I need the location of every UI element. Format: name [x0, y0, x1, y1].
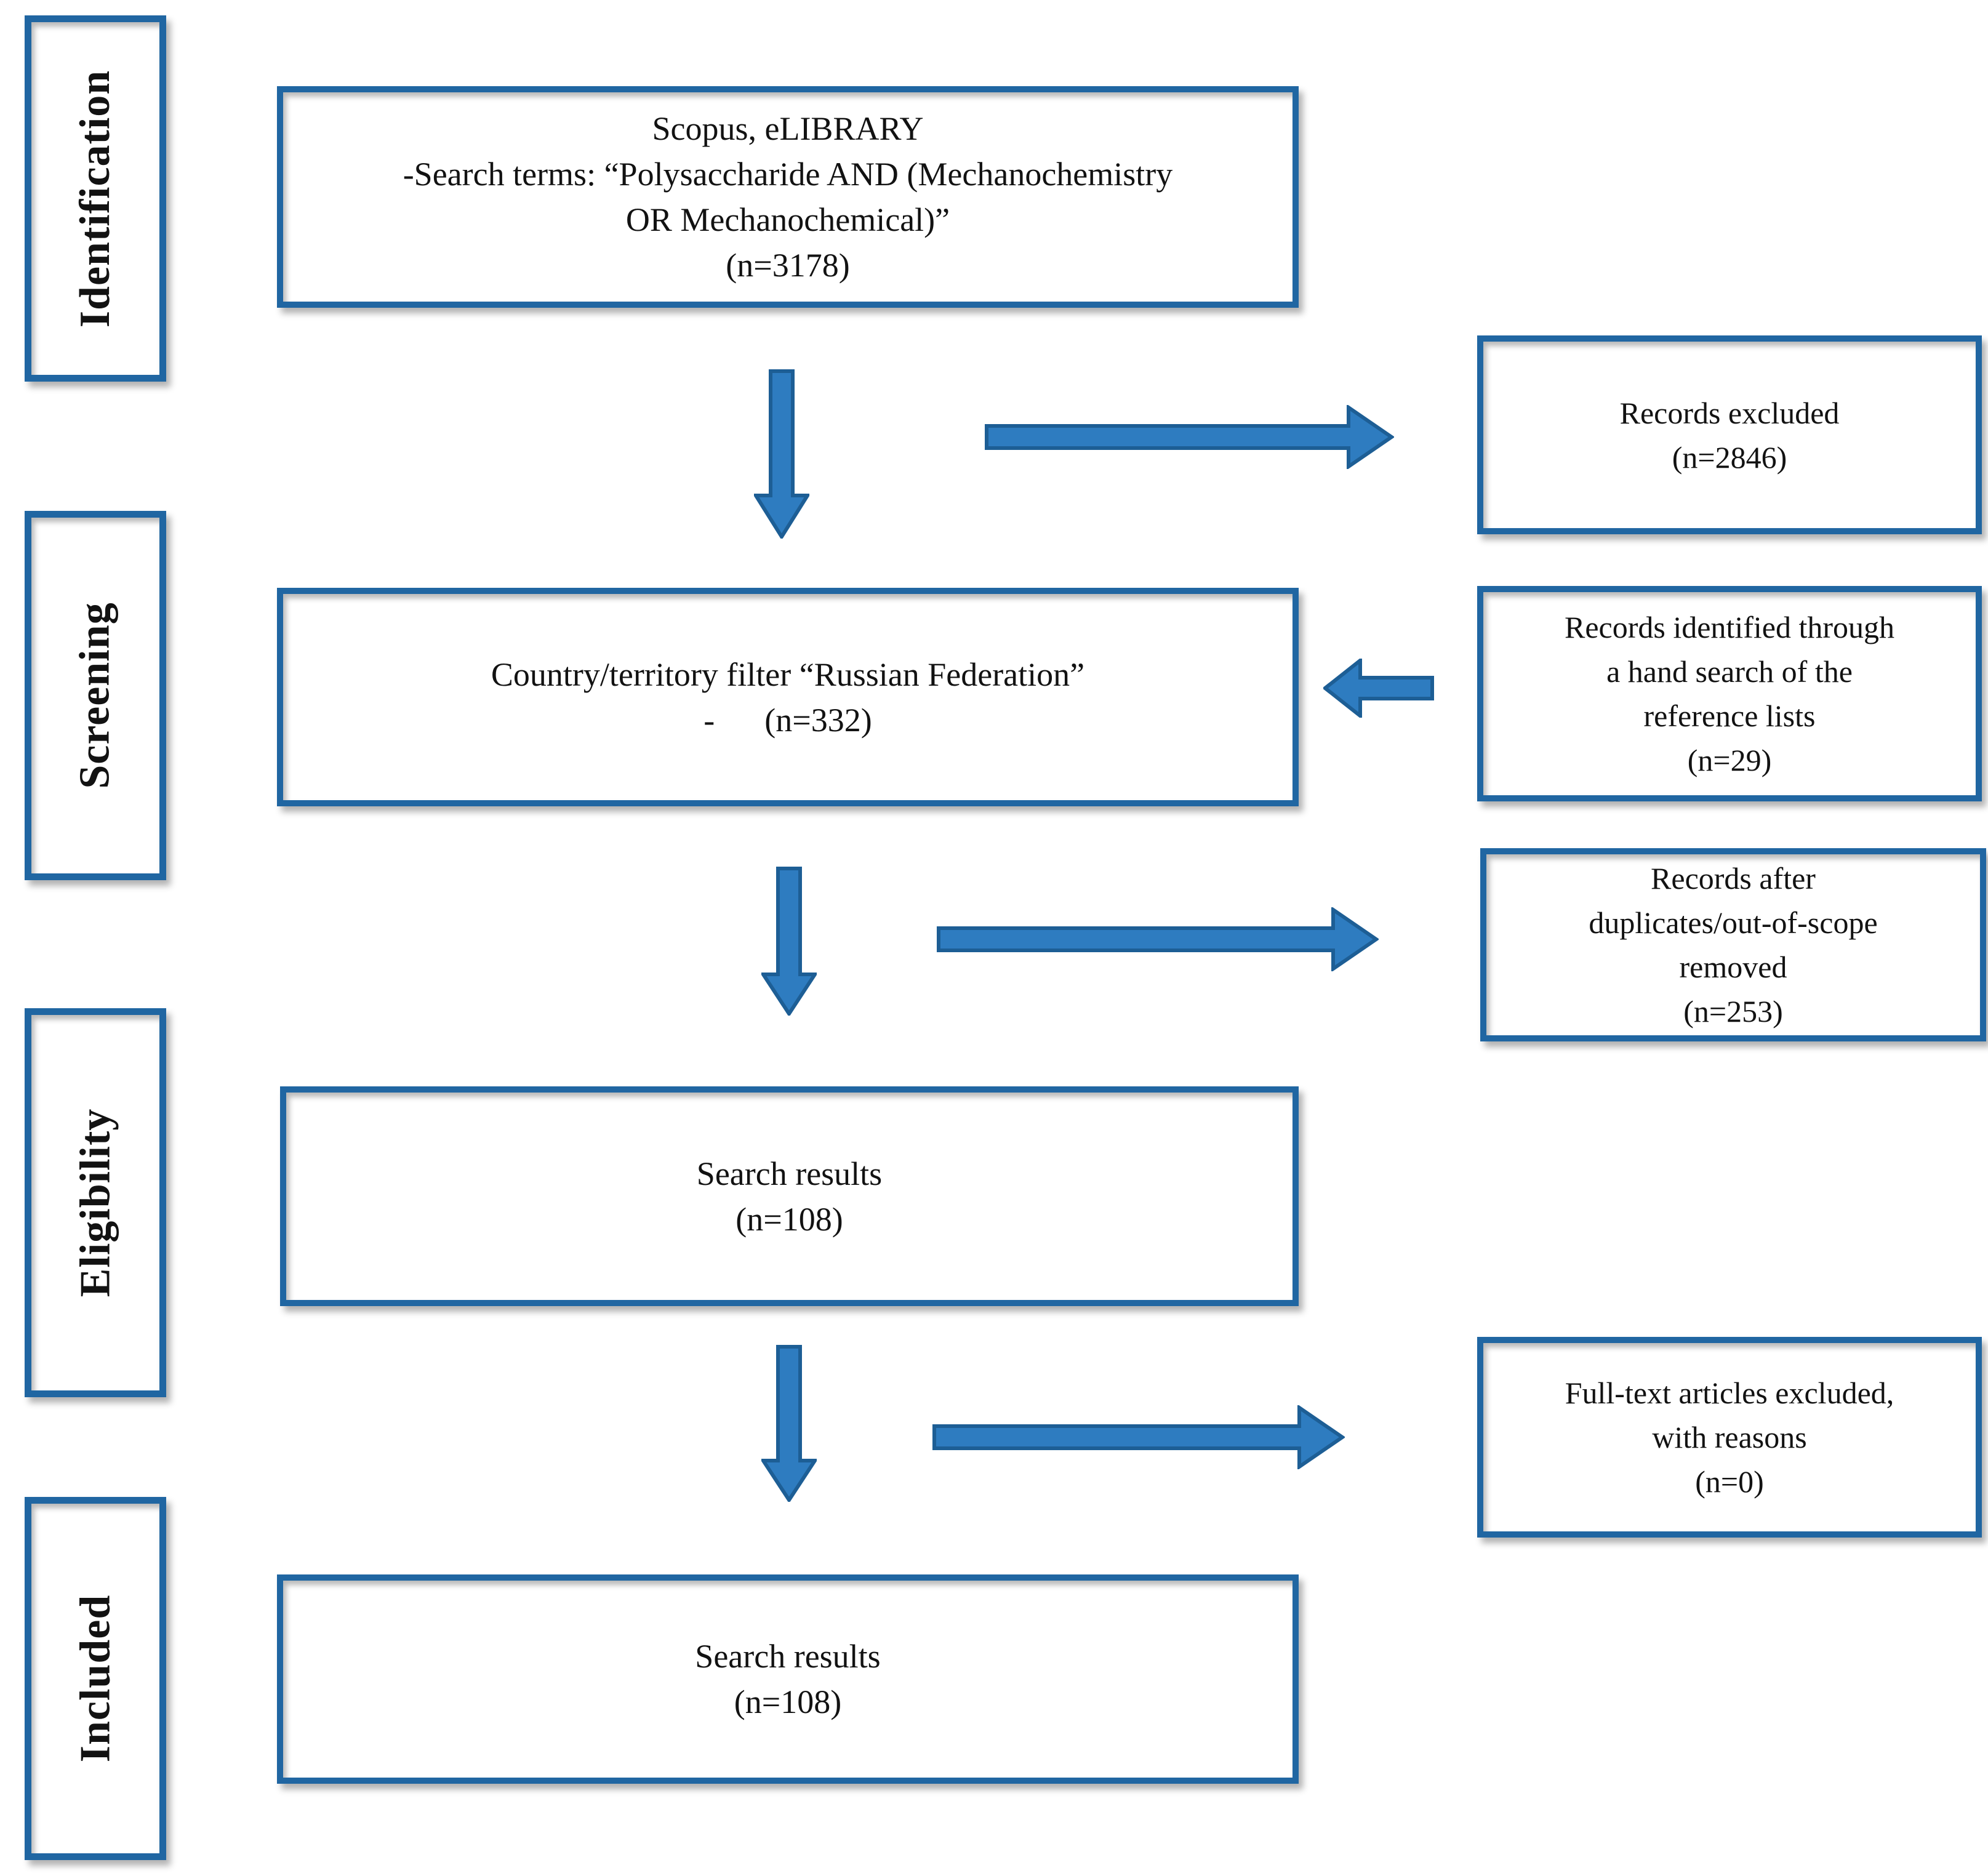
eligibility-search-results-box: Search results (n=108) — [280, 1086, 1299, 1306]
stage-box-eligibility: Eligibility — [25, 1008, 166, 1397]
box-text-line: Records excluded — [1619, 395, 1840, 430]
stage-box-included: Included — [25, 1497, 166, 1860]
box-text-line: with reasons — [1652, 1420, 1807, 1454]
arrow-right-duplicates-removed — [937, 907, 1379, 971]
fulltext-excluded-box: Full-text articles excluded, with reason… — [1477, 1337, 1982, 1538]
box-text-line: Records after — [1651, 861, 1816, 896]
hand-search-records-box: Records identified through a hand search… — [1477, 586, 1982, 801]
arrow-shape — [1323, 659, 1434, 718]
box-text-line: removed — [1679, 950, 1787, 984]
arrow-down-identification-to-screening — [754, 369, 809, 539]
arrow-shape — [761, 1345, 817, 1502]
arrow-down-eligibility-to-included — [761, 1345, 817, 1502]
box-text-line: (n=108) — [734, 1683, 842, 1720]
box-text-line: (n=108) — [735, 1200, 843, 1238]
box-text-line: Records identified through — [1565, 610, 1894, 644]
arrow-right-records-excluded — [985, 405, 1394, 469]
arrow-shape — [761, 867, 817, 1016]
box-text-line: duplicates/out-of-scope — [1589, 905, 1878, 940]
box-text-line: (n=253) — [1683, 994, 1783, 1029]
arrow-right-fulltext-excluded — [932, 1405, 1345, 1469]
included-search-results-box: Search results (n=108) — [277, 1574, 1299, 1784]
box-text-line: Search results — [695, 1638, 881, 1675]
box-text-line: (n=3178) — [726, 247, 850, 284]
arrow-shape — [754, 369, 809, 539]
stage-label-eligibility: Eligibility — [71, 1108, 119, 1297]
box-text-line: (n=29) — [1687, 743, 1772, 777]
search-sources-box: Scopus, eLIBRARY -Search terms: “Polysac… — [277, 86, 1299, 308]
arrow-shape — [932, 1405, 1345, 1469]
box-text-line: OR Mechanochemical)” — [625, 201, 950, 238]
arrow-shape — [937, 907, 1379, 971]
box-text-line: Full-text articles excluded, — [1565, 1376, 1894, 1410]
arrow-left-hand-search — [1323, 659, 1434, 718]
stage-box-screening: Screening — [25, 511, 166, 880]
box-text-line: -Search terms: “Polysaccharide AND (Mech… — [403, 156, 1173, 193]
records-excluded-box: Records excluded (n=2846) — [1477, 335, 1982, 534]
box-text-line: (n=2846) — [1672, 439, 1787, 475]
stage-label-included: Included — [71, 1594, 119, 1763]
arrow-down-screening-to-eligibility — [761, 867, 817, 1016]
box-text-line: Search results — [696, 1155, 883, 1192]
duplicates-removed-box: Records after duplicates/out-of-scope re… — [1480, 848, 1986, 1041]
box-text-line: reference lists — [1643, 699, 1816, 733]
stage-box-identification: Identification — [25, 15, 166, 382]
box-text-line: - (n=332) — [703, 701, 872, 739]
stage-label-identification: Identification — [71, 70, 119, 327]
box-text-line: Country/territory filter “Russian Federa… — [491, 656, 1085, 693]
box-text-line: (n=0) — [1695, 1464, 1764, 1499]
arrow-shape — [985, 405, 1394, 469]
box-text-line: a hand search of the — [1606, 654, 1853, 689]
country-filter-box: Country/territory filter “Russian Federa… — [277, 588, 1299, 806]
box-text-line: Scopus, eLIBRARY — [652, 110, 924, 147]
stage-label-screening: Screening — [71, 602, 119, 789]
